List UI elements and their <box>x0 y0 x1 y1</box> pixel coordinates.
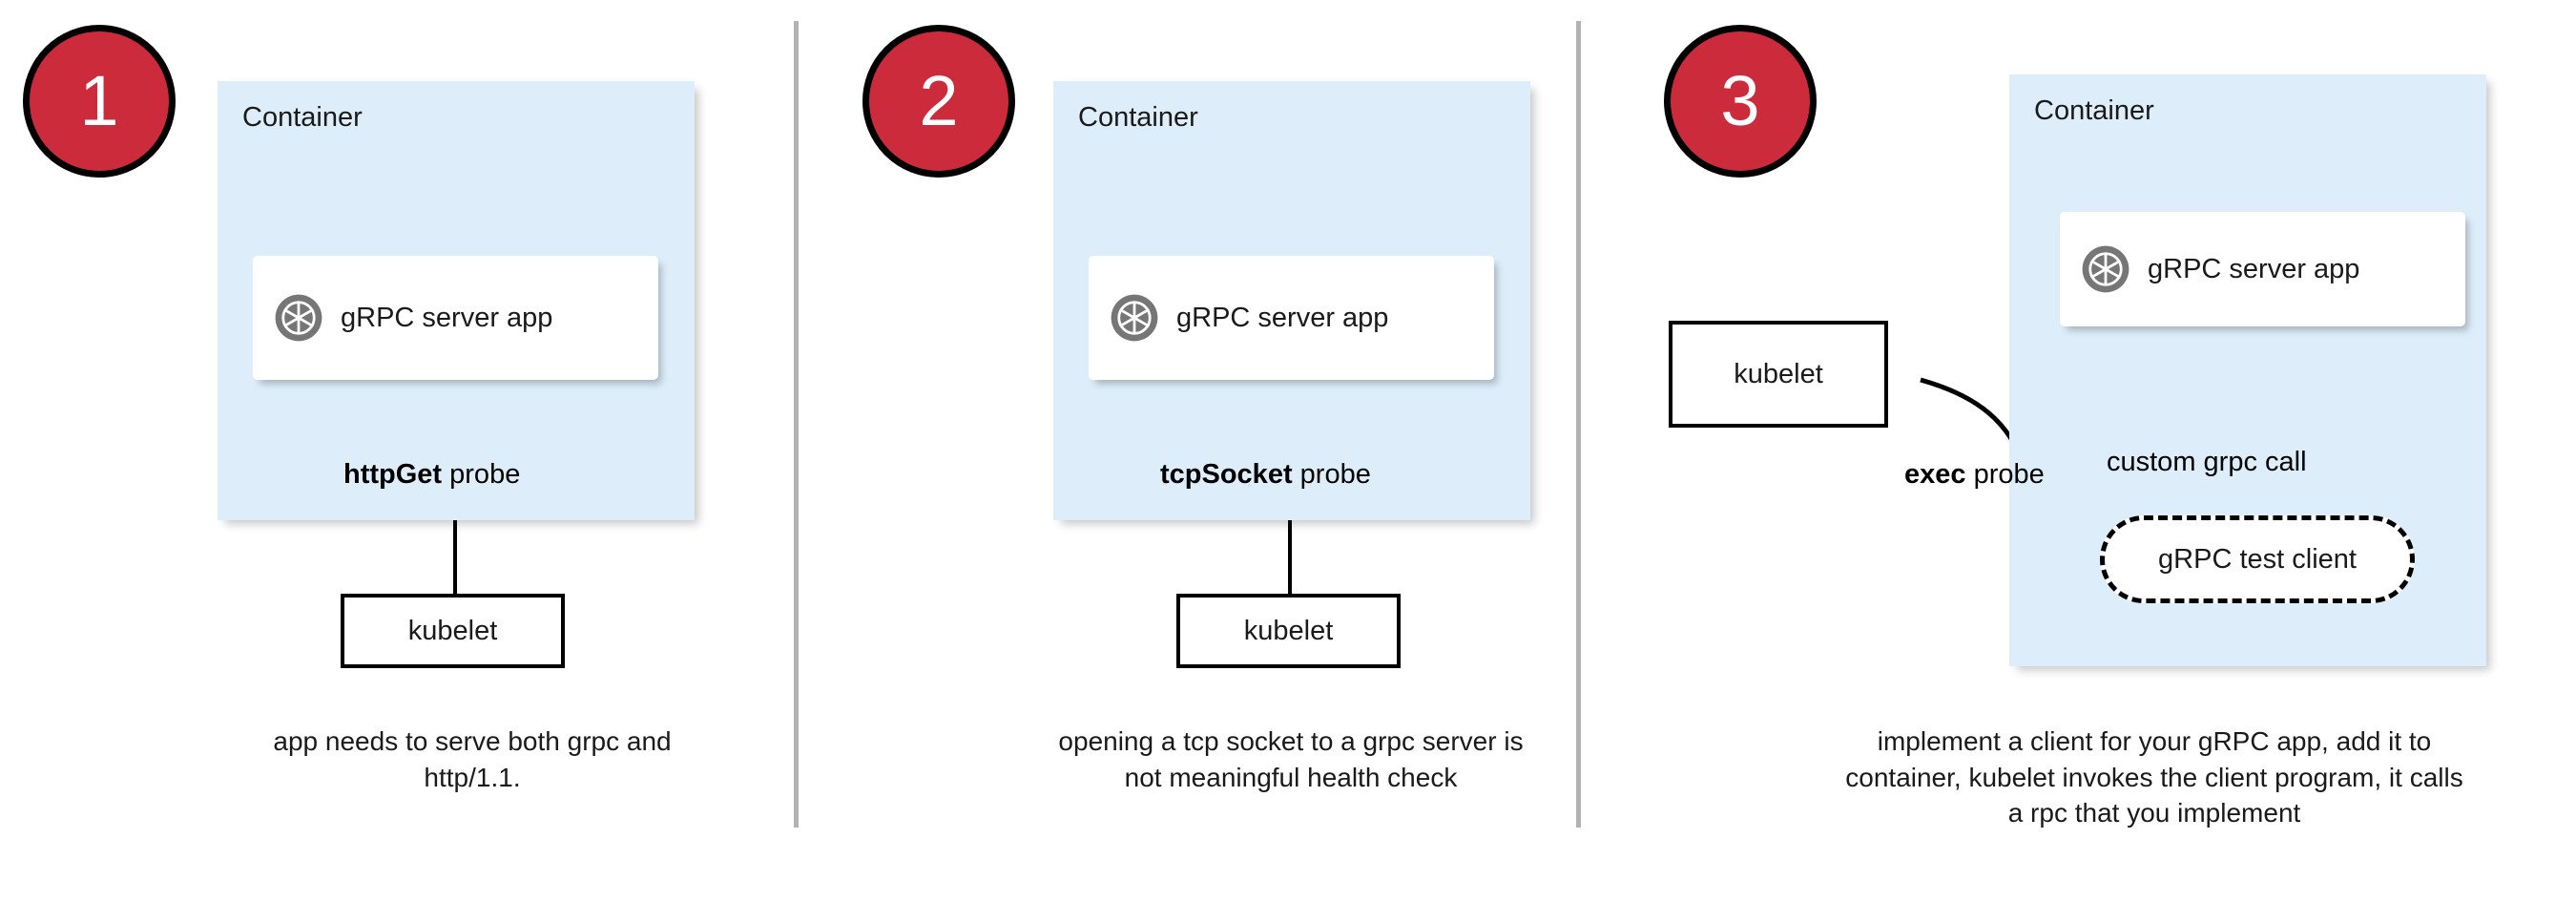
container-label-2: Container <box>1078 102 1198 133</box>
grpc-server-app-label-1: gRPC server app <box>341 302 553 333</box>
step-badge-1: 1 <box>23 25 176 178</box>
container-label-3: Container <box>2034 95 2154 126</box>
probe-label-3: exec probe <box>1904 459 2045 491</box>
probe-label-2: tcpSocket probe <box>1160 459 1371 491</box>
grpc-server-app-label-2: gRPC server app <box>1176 302 1389 333</box>
probe-label-1-bold: httpGet <box>343 459 443 490</box>
kubelet-box-2: kubelet <box>1176 594 1401 668</box>
step-number-2: 2 <box>919 61 959 140</box>
probe-label-3-bold: exec <box>1904 459 1966 490</box>
grpc-server-app-card-2: gRPC server app <box>1089 256 1494 380</box>
kubelet-label-3: kubelet <box>1734 358 1823 389</box>
probe-label-1-rest: probe <box>442 459 521 490</box>
step-number-3: 3 <box>1720 61 1760 140</box>
grpc-server-app-card-1: gRPC server app <box>253 256 658 380</box>
grpc-test-client-box: gRPC test client <box>2100 515 2415 603</box>
grpc-logo-icon <box>2081 244 2130 294</box>
step-badge-2: 2 <box>862 25 1015 178</box>
panel-caption-1: app needs to serve both grpc and http/1.… <box>273 726 672 792</box>
grpc-test-client-label: gRPC test client <box>2158 543 2357 575</box>
panel-divider-1 <box>794 21 799 828</box>
step-badge-3: 3 <box>1664 25 1817 178</box>
grpc-server-app-label-3: gRPC server app <box>2148 253 2360 284</box>
probe-label-1: httpGet probe <box>343 459 520 491</box>
probe-label-3-rest: probe <box>1965 459 2045 490</box>
grpc-logo-icon <box>274 293 323 343</box>
custom-grpc-call-label: custom grpc call <box>2107 447 2307 477</box>
grpc-server-app-card-3: gRPC server app <box>2060 212 2465 326</box>
container-label-1: Container <box>242 102 363 133</box>
kubelet-label-2: kubelet <box>1243 615 1334 646</box>
grpc-logo-icon <box>1110 293 1159 343</box>
kubelet-label-1: kubelet <box>407 615 498 646</box>
panel-caption-3: implement a client for your gRPC app, ad… <box>1845 726 2463 829</box>
probe-label-2-bold: tcpSocket <box>1160 459 1293 490</box>
kubelet-box-1: kubelet <box>341 594 565 668</box>
panel-divider-2 <box>1576 21 1581 828</box>
step-number-1: 1 <box>79 61 119 140</box>
probe-label-2-rest: probe <box>1292 459 1371 490</box>
panel-caption-2: opening a tcp socket to a grpc server is… <box>1058 726 1524 792</box>
kubelet-box-3: kubelet <box>1669 321 1888 428</box>
